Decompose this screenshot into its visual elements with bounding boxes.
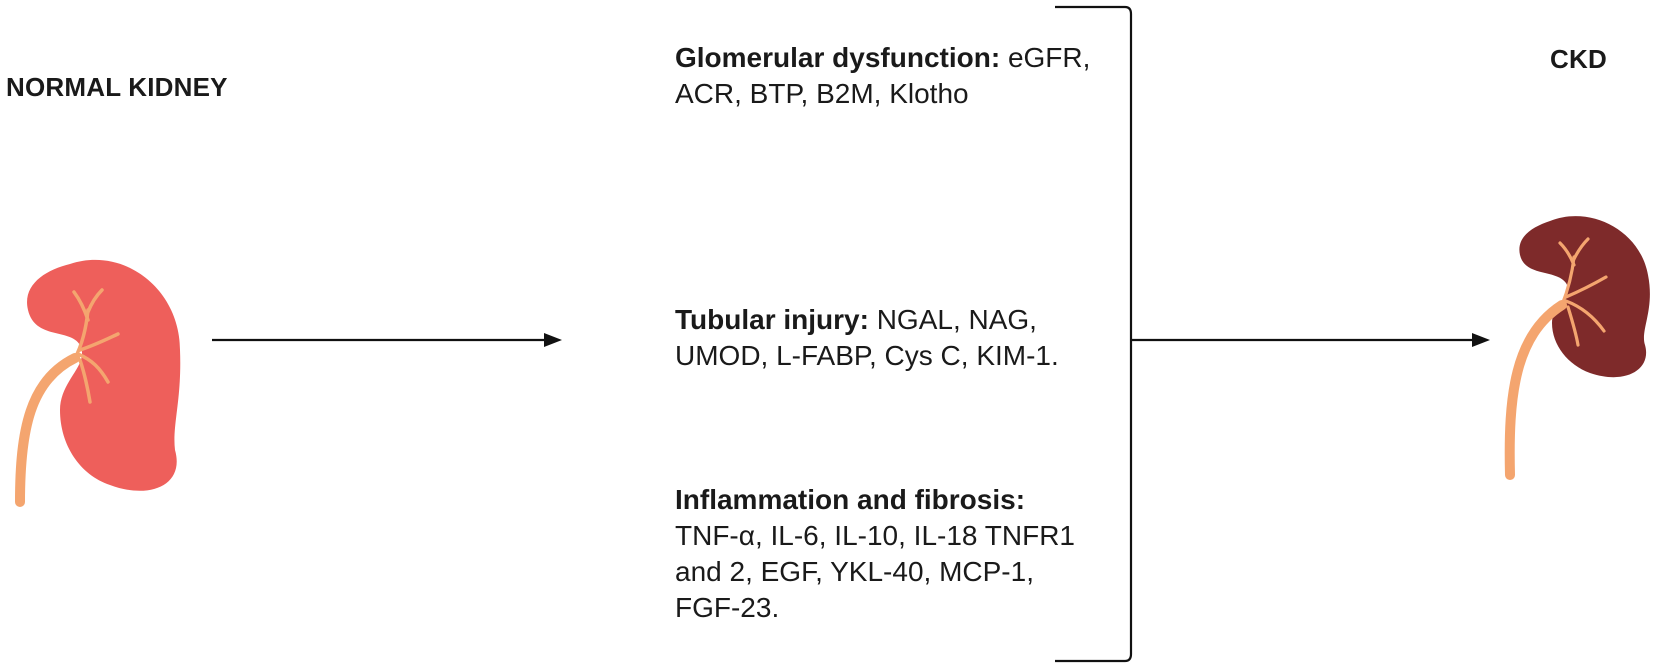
normal-vessel-branch-5 (78, 358, 92, 404)
ckd-title: CKD (1550, 44, 1607, 74)
normal-vessel-branch-3 (78, 332, 120, 352)
ckd-kidney-body (1519, 216, 1650, 378)
normal-vessel-branch-2 (86, 288, 104, 314)
ckd-vessel-branch-1 (1558, 241, 1576, 267)
normal-vessel-branch-4 (76, 352, 110, 384)
category-name: Glomerular dysfunction: (675, 42, 1001, 73)
closing-bracket (1055, 5, 1133, 663)
normal-kidney-title: NORMAL KIDNEY (6, 72, 228, 102)
category-inflammation-fibrosis: Inflammation and fibrosis: TNF-α, IL-6, … (675, 482, 1095, 626)
normal-vessel-branch-1 (72, 290, 90, 322)
category-glomerular-dysfunction: Glomerular dysfunction: eGFR, ACR, BTP, … (675, 40, 1095, 112)
ckd-kidney-icon (1504, 216, 1650, 480)
category-name: Tubular injury: (675, 304, 869, 335)
ckd-vessel-branch-3 (1564, 275, 1608, 299)
category-name: Inflammation and fibrosis: (675, 484, 1026, 515)
ckd-ureter (1504, 300, 1567, 480)
normal-ureter (15, 353, 80, 507)
category-markers: TNF-α, IL-6, IL-10, IL-18 TNFR1 and 2, E… (675, 520, 1075, 623)
progression-arrow-left (212, 333, 562, 347)
ckd-vessel-branch-2 (1572, 237, 1590, 261)
category-markers: eGFR, ACR, BTP, B2M, Klotho (675, 42, 1091, 109)
progression-arrow-right (1130, 333, 1490, 347)
ckd-vessel-branch-4 (1564, 299, 1606, 333)
ckd-vessel-branch-5 (1566, 305, 1580, 347)
normal-kidney-icon (15, 259, 181, 507)
category-tubular-injury: Tubular injury: NGAL, NAG, UMOD, L-FABP,… (675, 302, 1095, 374)
category-markers: NGAL, NAG, UMOD, L-FABP, Cys C, KIM-1. (675, 304, 1059, 371)
